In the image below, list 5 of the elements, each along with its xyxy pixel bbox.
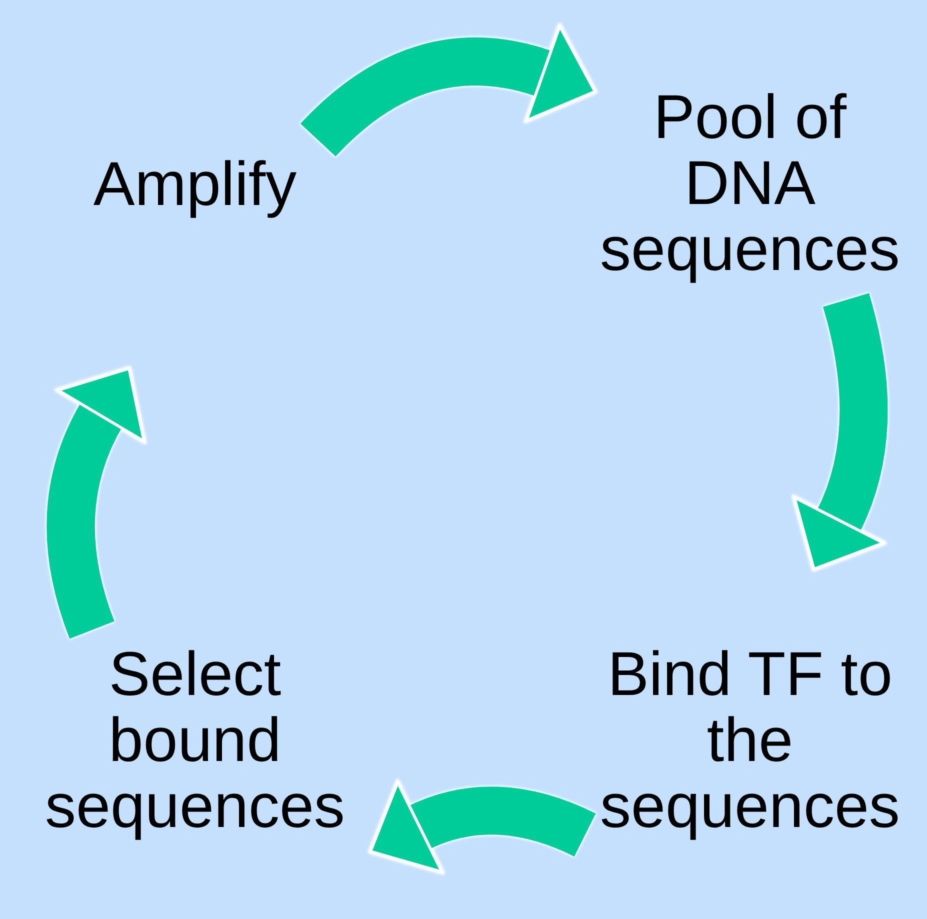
step-label: Pool of DNA sequences <box>599 85 901 283</box>
step-label: Bind TF to the sequences <box>599 642 901 840</box>
step-label: Amplify <box>93 152 297 218</box>
curved-arrow <box>368 780 596 874</box>
step-label: Select bound sequences <box>44 642 346 840</box>
